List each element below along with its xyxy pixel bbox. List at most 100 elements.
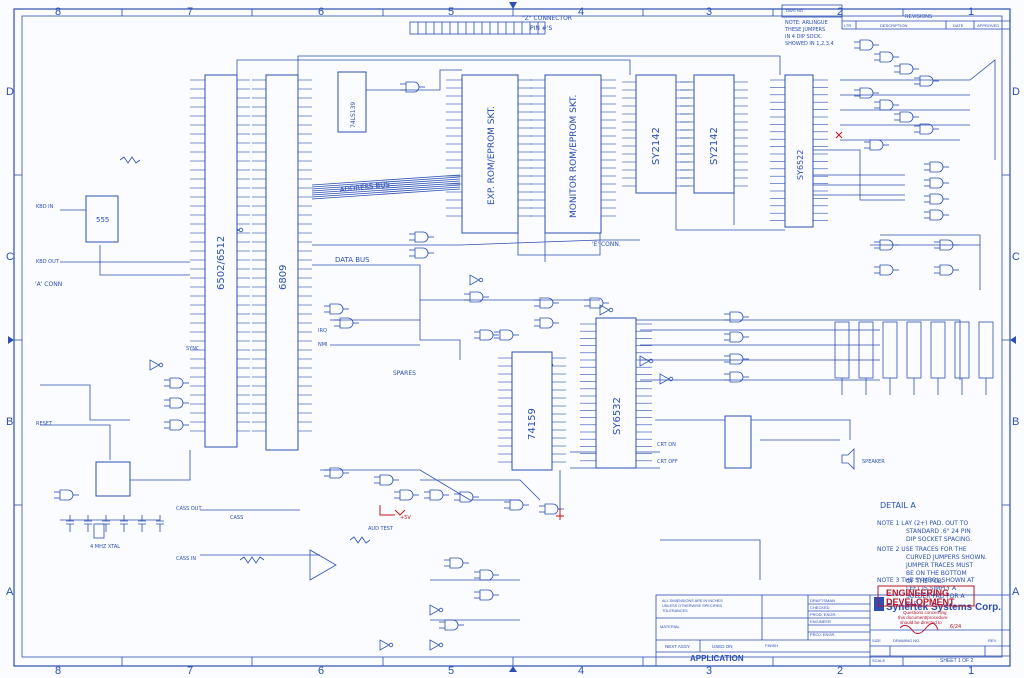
stamp-engineering: ENGINEERING (886, 588, 949, 598)
row-labels-right: D C B A (1012, 86, 1020, 598)
col-label: 1 (968, 6, 974, 18)
engineering-stamp: ENGINEERING DEVELOPMENT Questions concer… (877, 585, 975, 634)
cass-label: CASS (230, 515, 243, 521)
col-label: 3 (706, 665, 712, 677)
center-markers (8, 2, 1016, 672)
row-label: D (6, 86, 14, 98)
rom1-label: EXP. ROM/EPROM SKT. (487, 106, 497, 205)
col-label: 3 (706, 6, 712, 18)
stamp-line-3: should be directed to (900, 620, 942, 625)
stamp-line-2: this document/procedure (898, 615, 948, 620)
stamp-date: 6/24 (950, 624, 961, 630)
red-ink-marks (379, 131, 843, 520)
svg-text:OF THE PCB.: OF THE PCB. (906, 578, 944, 585)
ic-crtc (595, 317, 637, 469)
rev-col-date: DATE (953, 23, 964, 28)
rev-col-desc: DESCRIPTION (880, 23, 907, 28)
svg-text:NOTE 1 LAY (2+) PAD. OUT TO: NOTE 1 LAY (2+) PAD. OUT TO (877, 520, 969, 527)
ic-rom1 (461, 74, 519, 234)
ic-ram1 (635, 74, 677, 194)
col-label: 8 (55, 665, 61, 677)
svg-text:STANDARD .6" 24 PIN: STANDARD .6" 24 PIN (906, 528, 971, 535)
col-label: 5 (448, 6, 454, 18)
col-label: 2 (837, 6, 843, 18)
frame (13, 8, 1011, 667)
rev-col-approved: APPROVED (977, 23, 999, 28)
svg-text:BE ON THE BOTTOM: BE ON THE BOTTOM (906, 570, 967, 577)
svg-text:SHOWED IN 1,2,3,4: SHOWED IN 1,2,3,4 (785, 41, 834, 47)
svg-text:DIP SOCKET SPACING.: DIP SOCKET SPACING. (906, 536, 972, 543)
ic-outlines (85, 71, 814, 497)
svg-text:CURVED JUMPERS SHOWN.: CURVED JUMPERS SHOWN. (906, 554, 987, 561)
ic-rom2 (544, 74, 602, 234)
column-labels-bottom: 8 7 6 5 4 3 2 1 (55, 665, 974, 677)
decoder-label: 74LS139 (350, 102, 357, 128)
col-label: 7 (187, 665, 193, 677)
tb-dims-3: TOLERANCES (662, 609, 688, 613)
tb-checked: CHECKED (810, 605, 830, 610)
tb-proj-engr: PROJ. ENGR. (810, 632, 836, 637)
notes: NOTE 1 LAY (2+) PAD. OUT TO STANDARD .6"… (877, 520, 987, 608)
mux-label: 74159 (527, 408, 538, 440)
row-label: C (6, 251, 14, 263)
tb-dims-1: ALL DIMENSIONS ARE IN INCHES (662, 599, 723, 603)
row-labels-left: D C B A (6, 86, 14, 598)
svg-text:PAD.: PAD. (906, 601, 920, 608)
ic-via (784, 74, 814, 228)
wires (40, 55, 996, 621)
cass-out-label: CASS OUT (176, 506, 202, 512)
col-label: 1 (968, 665, 974, 677)
dwg-no-label: DWG NO (786, 8, 803, 13)
col-label: 4 (578, 665, 584, 677)
tb-company: Synertek Systems Corp. (886, 602, 1001, 613)
ic-cpu (204, 74, 238, 448)
sync-label: SYNC (186, 346, 200, 352)
tb-drawing-no: DRAWING NO. (893, 638, 920, 643)
svg-text:THESE JUMPERS: THESE JUMPERS (784, 27, 825, 33)
row-label: D (1012, 86, 1020, 98)
pin-stubs (190, 79, 828, 463)
z-connector-label: "Z" CONNECTOR (522, 15, 572, 22)
col-label: 4 (578, 6, 584, 18)
stamp-line-1: Questions concerning (903, 610, 947, 615)
tb-engineer: ENGINEER (810, 619, 831, 624)
company-logo: Synertek Systems Corp. (874, 597, 1001, 613)
speaker-label: SPEAKER (862, 459, 885, 465)
svg-text:IN 4 DIP SOCK.: IN 4 DIP SOCK. (785, 34, 822, 40)
row-label: A (1012, 586, 1020, 598)
tb-size: SIZE (872, 638, 881, 643)
revisions-block (781, 4, 1011, 30)
ic-pia (265, 74, 299, 451)
tb-sheet: SHEET 1 OF 2 (940, 658, 973, 664)
z-connector (409, 21, 546, 35)
col-label: 7 (187, 6, 193, 18)
title-block (655, 594, 1011, 667)
col-label: 5 (448, 665, 454, 677)
reset-label: RESET (36, 421, 53, 427)
via-label: SY6522 (796, 150, 805, 180)
timer-label: 555 (96, 216, 109, 224)
z-connector-pins: PIN #'S (530, 25, 552, 32)
rev-col-ltr: LTR (844, 23, 851, 28)
tb-dims-2: UNLESS OTHERWISE SPECIFIED (662, 604, 723, 608)
tb-scale: SCALE (872, 658, 885, 663)
tb-used-on: USED ON (712, 644, 733, 649)
spares-label: SPARES (393, 370, 416, 377)
frame-ticks (14, 9, 1010, 666)
red-vdd: +5V (400, 515, 411, 521)
ic-timer (85, 195, 119, 243)
pia-label: 6809 (278, 265, 289, 290)
irq-label: IRQ (318, 328, 327, 334)
e-conn-label: 'E' CONN. (592, 241, 621, 248)
ic-decoder (337, 71, 367, 133)
crtc-label: SY6532 (612, 397, 623, 435)
stamp-development: DEVELOPMENT (886, 597, 955, 607)
data-bus-label: DATA BUS (335, 256, 370, 264)
tb-draftsman: DRAFTSMAN (810, 598, 835, 603)
ic-buffer (724, 415, 752, 469)
cpu-label: 6502/6512 (216, 236, 227, 290)
revisions-title: REVISIONS (905, 14, 933, 20)
kbd-in-label: KBD IN (36, 204, 54, 210)
